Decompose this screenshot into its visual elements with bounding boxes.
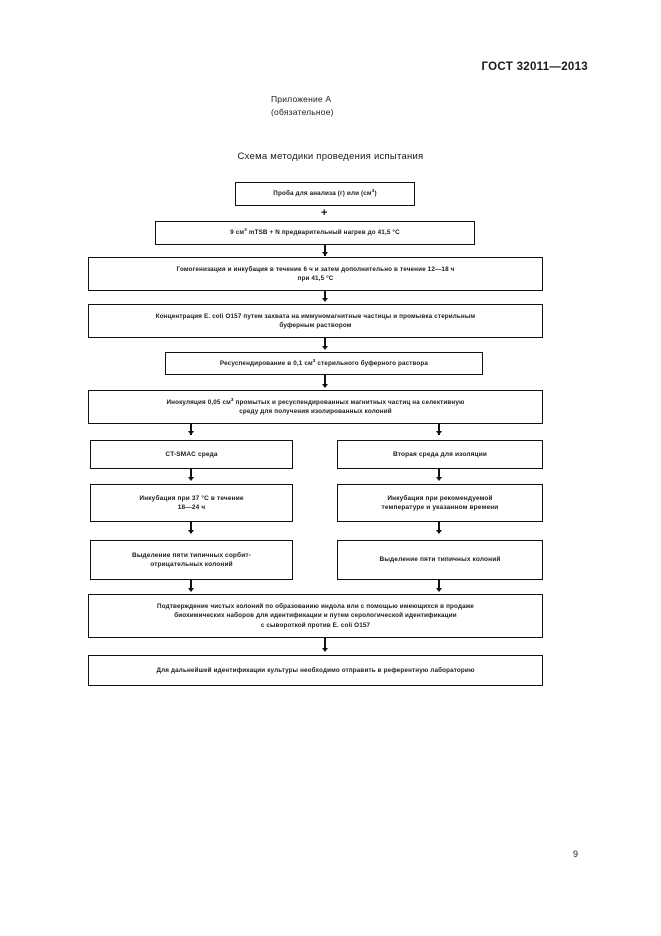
connector-inoculation-split-right — [438, 424, 440, 435]
connector-sorbitol-to-confirmation — [190, 580, 192, 589]
connector-homogenization-to-concentration — [324, 291, 326, 300]
node-sample-line-1: Проба для анализа (г) или (см3) — [273, 188, 377, 198]
arrow-to-incubation-recommended — [435, 477, 442, 481]
node-sorbitol-negative-line-2: отрицательных колоний — [150, 561, 233, 568]
node-second-medium-line-1: Вторая среда для изоляции — [393, 450, 487, 458]
node-incubation-37-line-2: 18—24 ч — [177, 504, 206, 511]
arrow-to-typical-colonies — [435, 530, 442, 534]
node-confirmation-line-2: биохимических наборов для идентификации … — [174, 612, 457, 620]
arrow-to-concentration — [321, 298, 328, 302]
node-homogenization-line-2: при 41,5 °С — [297, 275, 334, 282]
connector-resuspension-to-inoculation — [324, 375, 326, 387]
standard-header: ГОСТ 32011—2013 — [481, 61, 588, 73]
node-sorbitol-negative-line-1: Выделение пяти типичных сорбит- — [131, 551, 252, 559]
node-homogenization: Гомогенизация и инкубация в течение 6 ч … — [88, 257, 543, 291]
connector-typical-to-confirmation — [438, 580, 440, 589]
appendix-heading: Приложение А (обязательное) — [271, 93, 334, 119]
arrow-to-inoculation — [321, 384, 328, 388]
connector-incubation37-to-sorbitol — [190, 522, 192, 533]
arrow-to-sorbitol-negative — [187, 530, 194, 534]
scheme-title: Схема методики проведения испытания — [237, 151, 424, 162]
node-incubation-recommended: Инкубация при рекомендуемой температуре … — [337, 484, 543, 522]
node-sample: Проба для анализа (г) или (см3) — [235, 182, 415, 206]
appendix-label: Приложение А — [271, 94, 332, 104]
node-concentration-line-1: Концентрация Е. coli О157 путем захвата … — [155, 312, 476, 320]
node-mtsb-line-1: 9 см3 mТSВ + N предварительный нагрев до… — [230, 227, 400, 237]
node-incubation-recommended-line-1: Инкубация при рекомендуемой — [387, 494, 493, 502]
arrow-to-incubation37 — [187, 477, 194, 481]
arrow-typical-to-confirmation — [435, 588, 442, 592]
node-concentration-line-2: буферным раствором — [279, 322, 352, 329]
node-homogenization-line-1: Гомогенизация и инкубация в течение 6 ч … — [176, 265, 455, 273]
arrow-sorbitol-to-confirmation — [187, 588, 194, 592]
node-incubation-recommended-line-2: температуре и указанном времени — [381, 504, 499, 511]
arrow-to-homogenization — [321, 252, 328, 256]
page-number: 9 — [573, 849, 579, 859]
connector-confirmation-to-reference-lab — [324, 638, 326, 650]
node-ct-smac: CT-SMAC среда — [90, 440, 293, 469]
node-resuspension: Ресуспендирование в 0,1 см3 стерильного … — [165, 352, 483, 375]
arrow-to-ct-smac — [187, 431, 194, 435]
connector-concentration-to-resuspension — [324, 338, 326, 348]
node-inoculation: Инокуляция 0,05 см3 промытых и ресуспенд… — [88, 390, 543, 424]
arrow-to-reference-lab — [321, 648, 328, 652]
connector-incubation-recommended-to-typical — [438, 522, 440, 533]
connector-second-medium-to-incubation-recommended — [438, 469, 440, 479]
node-incubation-37: Инкубация при 37 °С в течение 18—24 ч — [90, 484, 293, 522]
node-confirmation-line-3: с сывороткой против Е. coli О157 — [260, 621, 371, 629]
node-inoculation-line-2: среду для получения изолированных колони… — [239, 408, 392, 415]
node-reference-lab: Для дальнейшей идентификации культуры не… — [88, 655, 543, 686]
node-second-medium: Вторая среда для изоляции — [337, 440, 543, 469]
node-incubation-37-line-1: Инкубация при 37 °С в течение — [139, 494, 244, 502]
node-mtsb: 9 см3 mТSВ + N предварительный нагрев до… — [155, 221, 475, 245]
node-inoculation-line-1: Инокуляция 0,05 см3 промытых и ресуспенд… — [166, 396, 465, 406]
connector-ct-smac-to-incubation37 — [190, 469, 192, 479]
node-concentration: Концентрация Е. coli О157 путем захвата … — [88, 304, 543, 338]
node-sorbitol-negative: Выделение пяти типичных сорбит- отрицате… — [90, 540, 293, 580]
plus-connector: + — [321, 207, 328, 219]
arrow-to-resuspension — [321, 346, 328, 350]
appendix-kind: (обязательное) — [271, 107, 334, 117]
node-resuspension-line-1: Ресуспендирование в 0,1 см3 стерильного … — [219, 357, 429, 367]
node-ct-smac-line-1: CT-SMAC среда — [165, 450, 218, 458]
connector-mtsb-to-homogenization — [324, 245, 326, 256]
arrow-to-second-medium — [435, 431, 442, 435]
node-reference-lab-line-1: Для дальнейшей идентификации культуры не… — [156, 666, 475, 674]
node-typical-colonies-line-1: Выделение пяти типичных колоний — [379, 556, 501, 564]
connector-inoculation-split-left — [190, 424, 192, 435]
node-confirmation-line-1: Подтверждение чистых колоний по образова… — [157, 602, 474, 610]
node-typical-colonies: Выделение пяти типичных колоний — [337, 540, 543, 580]
node-confirmation: Подтверждение чистых колоний по образова… — [88, 594, 543, 638]
